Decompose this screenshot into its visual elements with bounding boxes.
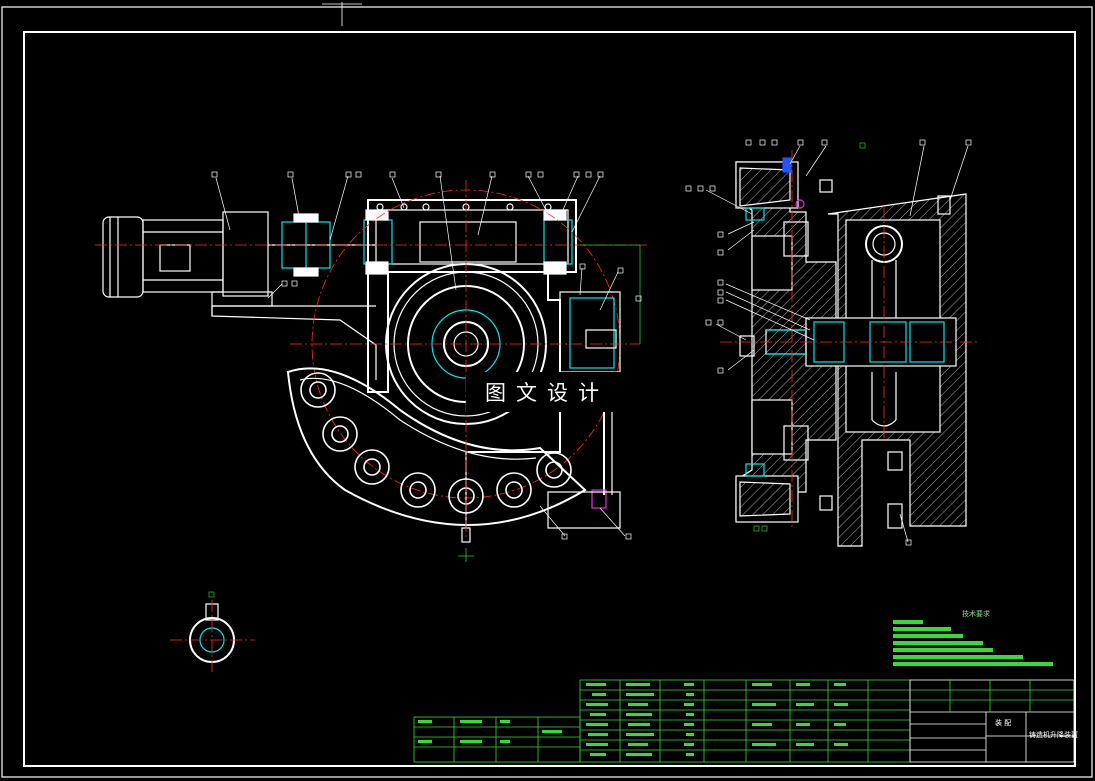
drawing-frame <box>23 31 1076 767</box>
detail-view <box>189 603 235 663</box>
center-lines-front <box>95 180 650 675</box>
parts-list-entries <box>418 683 848 756</box>
part-balloons-side <box>685 139 972 546</box>
watermark-badge: 图文设计 <box>466 372 628 412</box>
title-block <box>909 679 1075 763</box>
tech-requirements <box>893 620 1053 666</box>
outer-border <box>1 6 1093 778</box>
title-block-name: 装 配 <box>995 719 1012 727</box>
side-section-view <box>735 157 967 547</box>
tech-requirements-title: 技术要求 <box>962 610 990 618</box>
title-block-drawing-title: 铸造机升降装置 <box>1029 731 1078 739</box>
front-view <box>102 189 621 663</box>
leader-lines-side <box>705 145 969 543</box>
motor <box>102 211 273 307</box>
center-lines-side <box>720 150 980 530</box>
bolts <box>739 179 951 529</box>
part-balloons-front <box>208 171 642 598</box>
parts-list-table <box>413 679 911 763</box>
dimensions-front <box>458 244 641 562</box>
leader-lines-front <box>215 175 626 537</box>
chain-rollers <box>300 372 572 514</box>
title-block-grid <box>910 680 1074 712</box>
